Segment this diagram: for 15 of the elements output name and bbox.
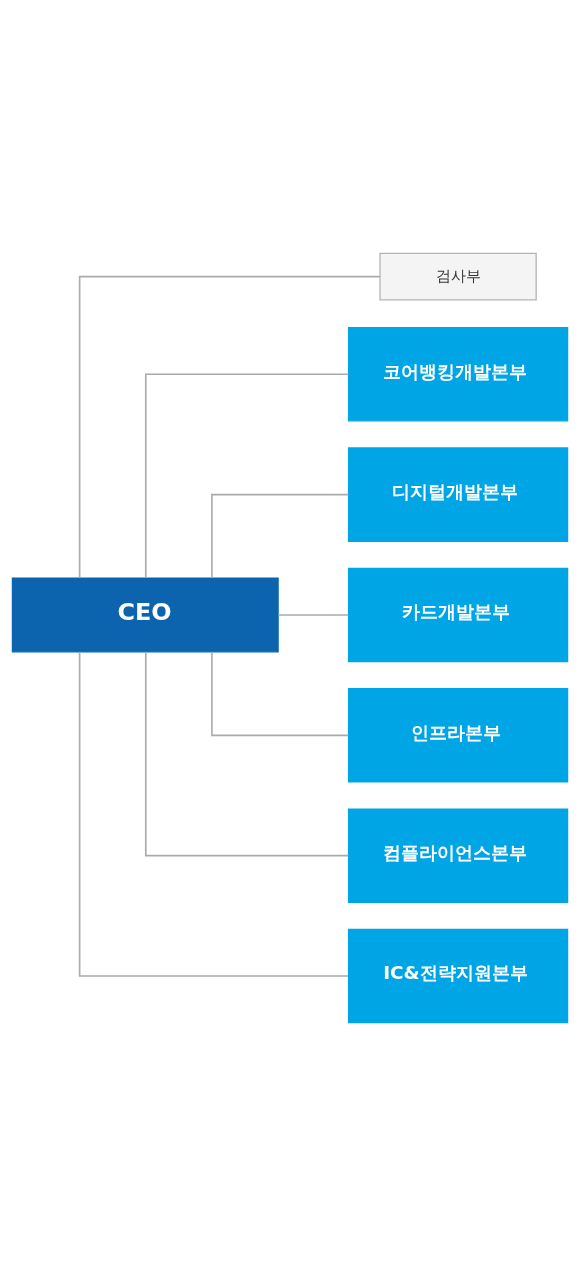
- node-box: 카드개발본부: [347, 567, 569, 663]
- node-box: 검사부: [379, 252, 537, 301]
- node-box: CEO: [11, 577, 279, 653]
- connector: [144, 651, 350, 857]
- connector: [277, 614, 349, 616]
- node-box: 컴플라이언스본부: [347, 808, 569, 903]
- connector: [211, 493, 350, 579]
- connector: [144, 373, 350, 579]
- node-box: 인프라본부: [347, 688, 569, 783]
- connector: [78, 275, 381, 579]
- connector: [211, 651, 350, 737]
- node-box: 디지털개발본부: [347, 447, 569, 542]
- connector: [78, 651, 349, 977]
- node-box: 코어뱅킹개발본부: [347, 326, 569, 422]
- node-box: IC&전략지원본부: [347, 928, 569, 1024]
